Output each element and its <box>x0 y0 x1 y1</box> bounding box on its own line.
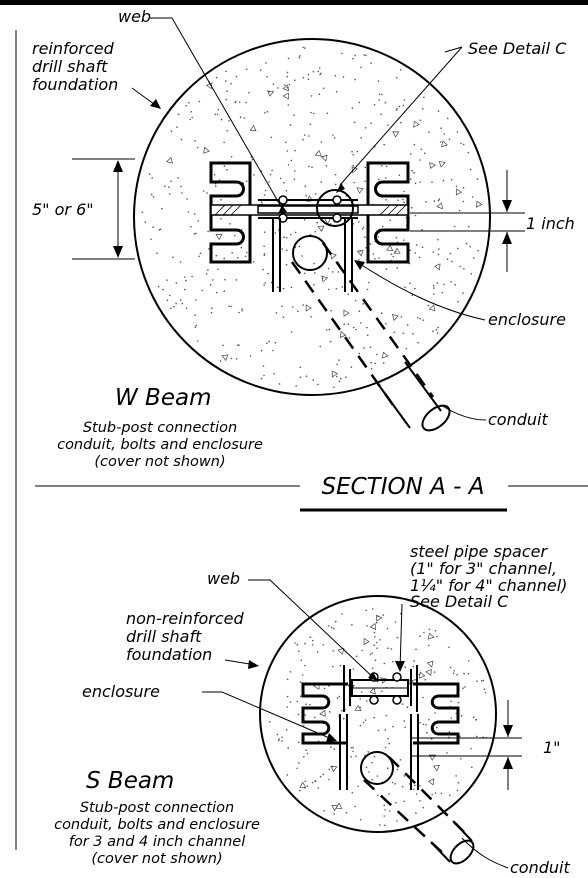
w-right-bracket <box>366 161 410 264</box>
w-foundation-label-1: reinforced <box>32 39 115 58</box>
w-caption-1: Stub-post connection <box>83 420 237 436</box>
s-foundation-label-1: non-reinforced <box>126 609 244 628</box>
w-see-detail-label: See Detail C <box>468 39 567 58</box>
s-spacer-label-1: steel pipe spacer <box>410 542 548 561</box>
section-title: SECTION A - A <box>321 474 484 500</box>
s-foundation-circle <box>259 595 497 833</box>
w-web-label: web <box>118 7 151 26</box>
w-beam-title: W Beam <box>115 385 211 411</box>
s-dim-inch-label: 1" <box>543 738 561 757</box>
s-caption-1: Stub-post connection <box>80 800 234 816</box>
w-detail-circle <box>316 189 354 227</box>
w-dim-height-label: 5" or 6" <box>32 200 94 219</box>
s-foundation-label-3: foundation <box>126 645 212 664</box>
s-caption-4: (cover not shown) <box>91 851 222 867</box>
s-foundation-label-2: drill shaft <box>126 627 202 646</box>
w-conduit-label: conduit <box>488 410 548 429</box>
s-right-bracket <box>413 682 460 745</box>
s-web-label: web <box>207 569 240 588</box>
s-see-detail-label: See Detail C <box>410 592 509 611</box>
s-beam-title: S Beam <box>86 768 174 794</box>
s-enclosure-label: enclosure <box>82 682 160 701</box>
w-caption-2: conduit, bolts and enclosure <box>57 437 263 453</box>
w-beam-section <box>72 17 525 432</box>
s-spacer-label-2: (1" for 3" channel, <box>410 559 557 578</box>
s-caption-3: for 3 and 4 inch channel <box>69 834 245 850</box>
w-left-bracket <box>209 161 252 264</box>
s-conduit-label: conduit <box>510 858 570 877</box>
w-dim-inch-label: 1 inch <box>526 214 575 233</box>
w-enclosure-label: enclosure <box>488 310 566 329</box>
s-caption-2: conduit, bolts and enclosure <box>54 817 260 833</box>
s-beam-section <box>202 579 522 869</box>
s-spacer-label-3: 1¼" for 4" channel) <box>410 576 567 595</box>
w-foundation-label-2: drill shaft <box>32 57 108 76</box>
w-enclosure <box>272 218 353 292</box>
w-bolts <box>278 195 342 223</box>
w-foundation-label-3: foundation <box>32 75 118 94</box>
s-enclosure <box>339 714 419 790</box>
s-left-bracket <box>301 682 348 745</box>
w-foundation-circle <box>133 38 491 396</box>
w-caption-3: (cover not shown) <box>94 454 225 470</box>
w-conduit-end <box>292 235 328 271</box>
top-border <box>0 0 588 5</box>
s-conduit-end <box>360 751 394 785</box>
